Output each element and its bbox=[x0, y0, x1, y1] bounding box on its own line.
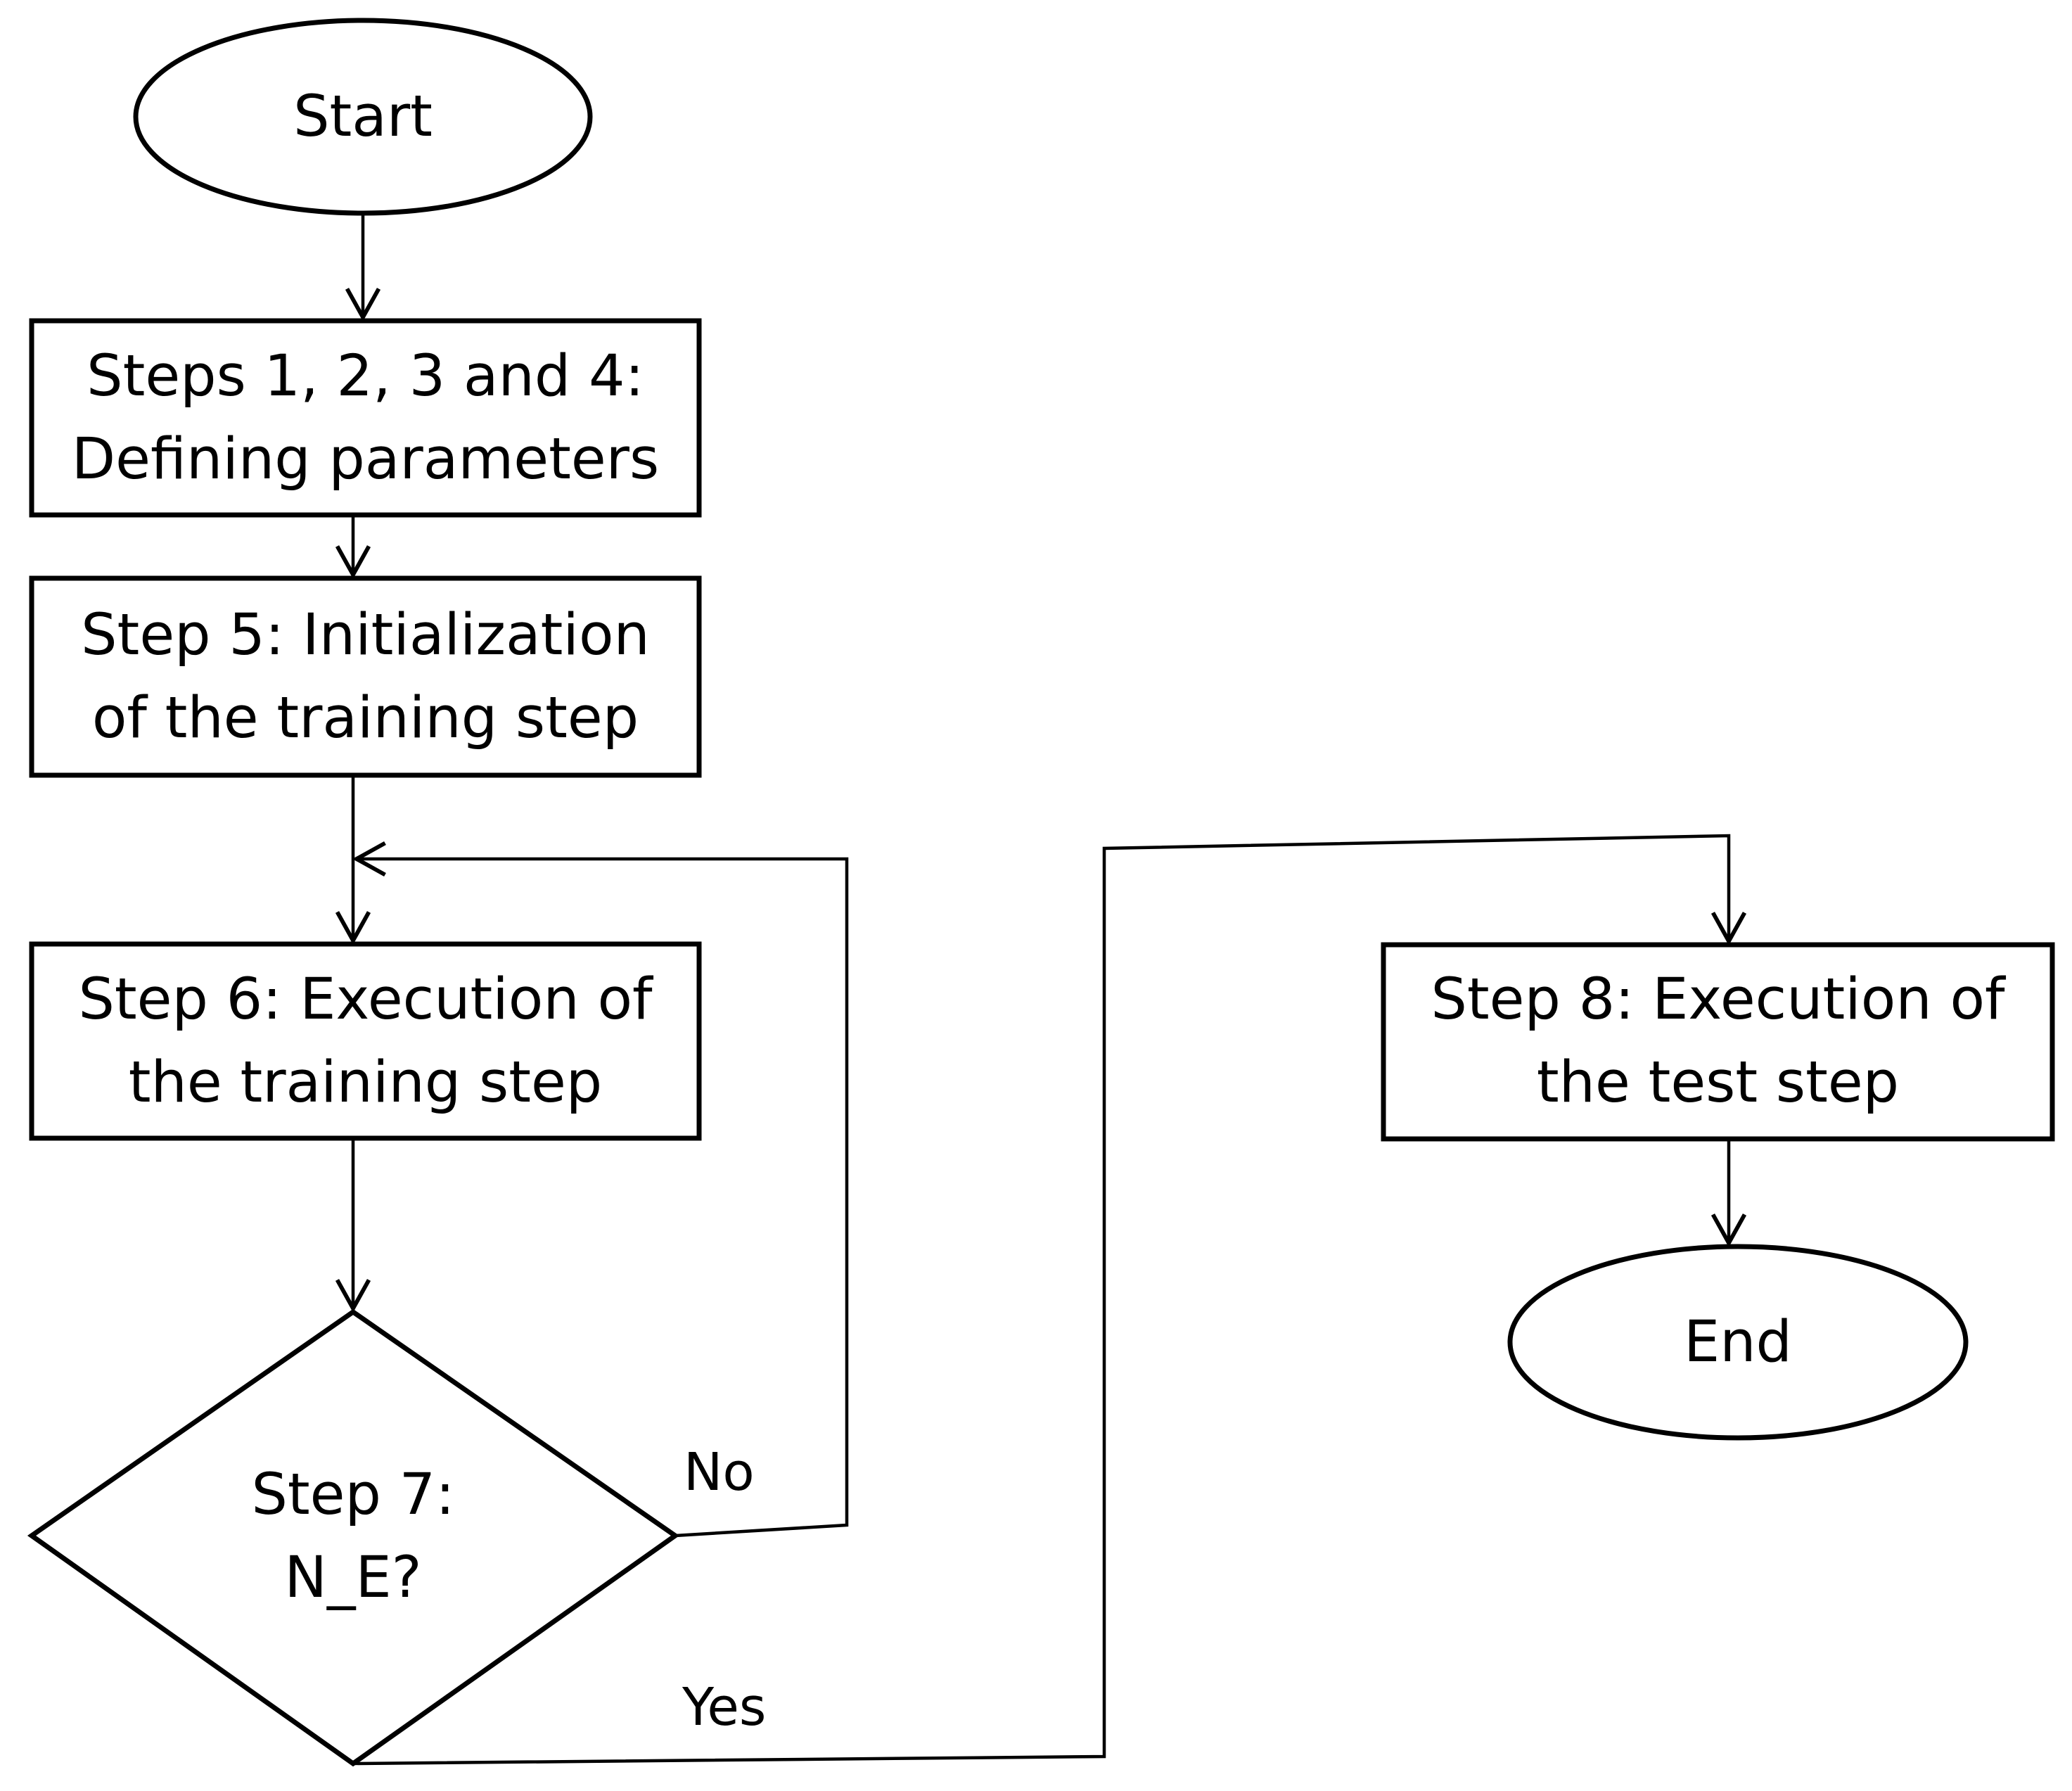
step-6-label: Step 6: Execution of the training step bbox=[32, 958, 699, 1124]
step-8-label: Step 8: Execution of the test step bbox=[1383, 958, 2052, 1124]
step-5-line2: of the training step bbox=[91, 685, 639, 751]
step-6-line2: the training step bbox=[128, 1050, 603, 1116]
steps-1-4-label: Steps 1, 2, 3 and 4: Defining parameters bbox=[32, 335, 699, 501]
steps-1-4-box bbox=[29, 318, 702, 518]
steps-1-4-line1: Steps 1, 2, 3 and 4: bbox=[87, 343, 644, 409]
arrow-no-loop-back bbox=[352, 841, 849, 1538]
start-label: Start bbox=[293, 84, 433, 150]
step-6-box bbox=[29, 941, 702, 1141]
steps-1-4-line2: Defining parameters bbox=[71, 426, 660, 492]
step-7-line1: Step 7: bbox=[251, 1462, 455, 1528]
end-label: End bbox=[1684, 1309, 1792, 1375]
step-7-line2: N_E? bbox=[284, 1545, 422, 1611]
step-5-line1: Step 5: Initialization bbox=[81, 602, 650, 668]
yes-branch-label: Yes bbox=[682, 1677, 767, 1738]
no-branch-label: No bbox=[684, 1442, 755, 1503]
step-6-line1: Step 6: Execution of bbox=[78, 967, 653, 1033]
arrow-yes-to-step-8 bbox=[352, 834, 1747, 1766]
step-8-line1: Step 8: Execution of bbox=[1431, 967, 2005, 1033]
step-5-label: Step 5: Initialization of the training s… bbox=[32, 594, 699, 760]
step-7-label: Step 7: N_E? bbox=[184, 1453, 522, 1619]
step-8-line2: the test step bbox=[1536, 1050, 1900, 1116]
